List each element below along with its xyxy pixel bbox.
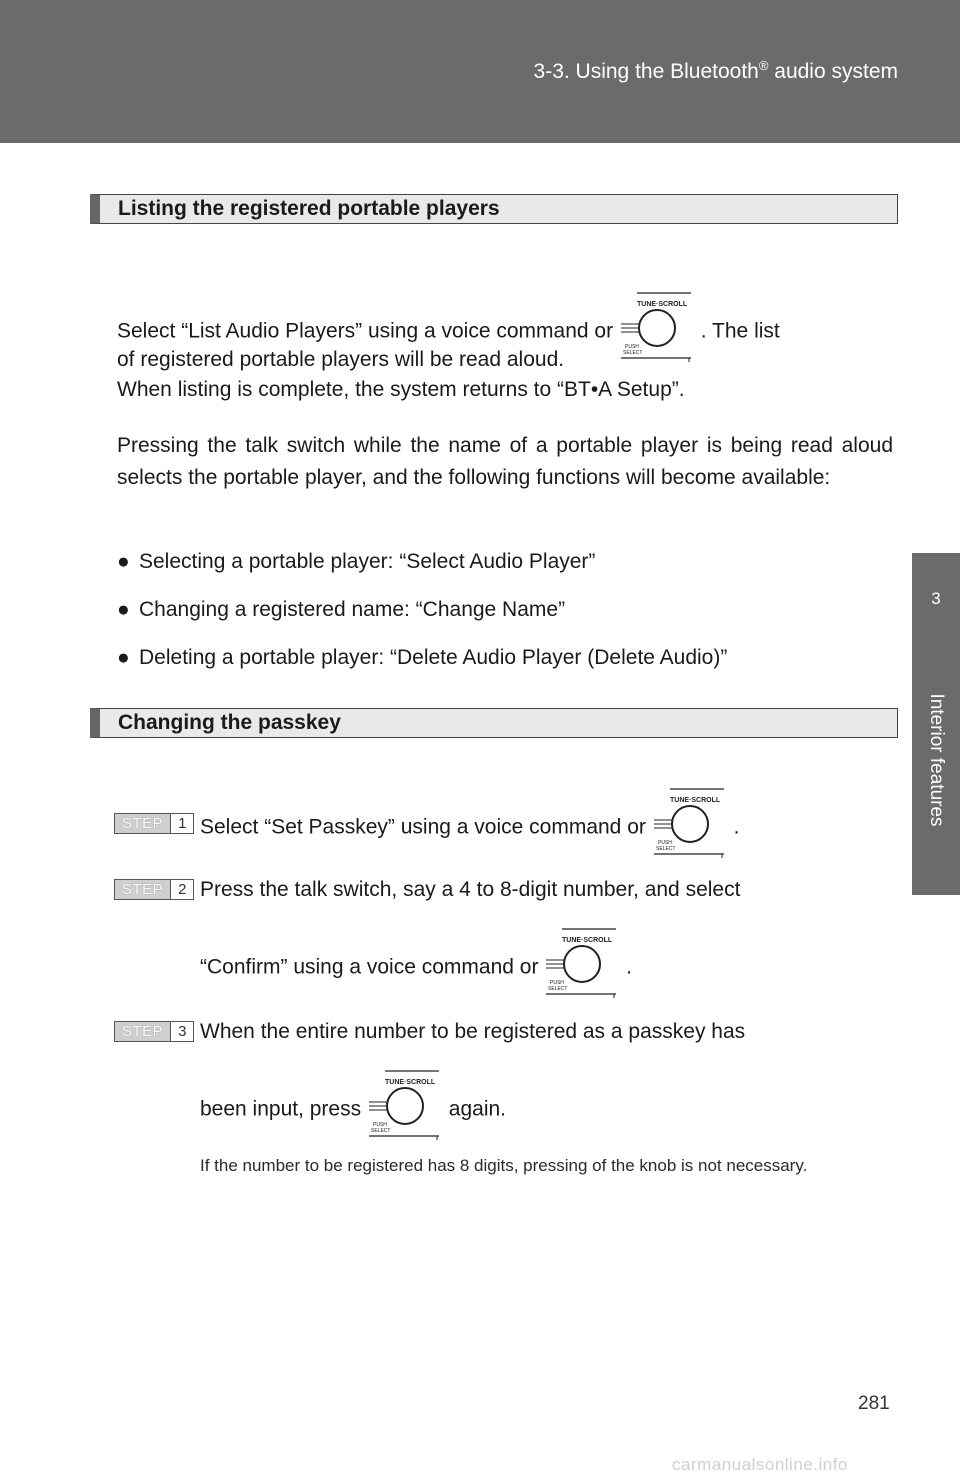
tune-scroll-knob-icon: TUNE·SCROLL PUSH SELECT	[367, 1068, 443, 1152]
svg-text:TUNE·SCROLL: TUNE·SCROLL	[562, 937, 613, 944]
tune-scroll-knob-icon: TUNE·SCROLL PUSH SELECT	[652, 786, 728, 870]
svg-text:TUNE·SCROLL: TUNE·SCROLL	[637, 301, 688, 308]
watermark: carmanualsonline.info	[672, 1455, 848, 1474]
svg-text:PUSH: PUSH	[550, 980, 564, 986]
chapter-label: Interior features	[926, 693, 947, 827]
svg-text:SELECT: SELECT	[623, 350, 642, 356]
section-title: Listing the registered portable players	[118, 197, 500, 220]
step-text: Press the talk switch, say a 4 to 8-digi…	[200, 878, 741, 901]
bullet-icon: ●	[117, 550, 130, 573]
step-note: If the number to be registered has 8 dig…	[200, 1156, 808, 1175]
tune-scroll-knob-icon: TUNE·SCROLL PUSH SELECT	[544, 926, 620, 1010]
svg-text:SELECT: SELECT	[548, 986, 567, 992]
paragraph: Select “List Audio Players” using a voic…	[117, 290, 895, 374]
svg-text:TUNE·SCROLL: TUNE·SCROLL	[670, 797, 721, 804]
page-header: 3-3. Using the Bluetooth® audio system	[0, 0, 960, 143]
section-title-bar: Changing the passkey	[90, 708, 898, 738]
paragraph: When listing is complete, the system ret…	[117, 378, 685, 401]
svg-text:SELECT: SELECT	[656, 846, 675, 852]
bullet-icon: ●	[117, 646, 130, 669]
paragraph: of registered portable players will be r…	[117, 348, 565, 371]
section-title: Changing the passkey	[118, 711, 341, 734]
step-text: When the entire number to be registered …	[200, 1020, 746, 1043]
page-number: 281	[858, 1393, 890, 1414]
chapter-tab	[912, 553, 960, 625]
svg-text:PUSH: PUSH	[373, 1122, 387, 1128]
bullet-item: ●Deleting a portable player: “Delete Aud…	[117, 642, 895, 674]
bullet-item: ●Changing a registered name: “Change Nam…	[117, 594, 895, 626]
svg-text:PUSH: PUSH	[658, 840, 672, 846]
chapter-number: 3	[931, 589, 941, 608]
step-text: been input, press TUNE·SCROLL PUSH SELEC…	[200, 1068, 900, 1152]
svg-text:PUSH: PUSH	[625, 344, 639, 350]
paragraph: Pressing the talk switch while the name …	[117, 434, 893, 489]
bullet-icon: ●	[117, 598, 130, 621]
svg-text:TUNE·SCROLL: TUNE·SCROLL	[385, 1079, 436, 1086]
tune-scroll-knob-icon: TUNE·SCROLL PUSH SELECT	[619, 290, 695, 374]
bullet-item: ●Selecting a portable player: “Select Au…	[117, 546, 895, 578]
section-heading: 3-3. Using the Bluetooth® audio system	[533, 58, 898, 83]
step-text: “Confirm” using a voice command or TUNE·…	[200, 926, 900, 1010]
section-title-bar: Listing the registered portable players	[90, 194, 898, 224]
chapter-label-strip	[912, 625, 960, 895]
svg-text:SELECT: SELECT	[371, 1128, 390, 1134]
step-text: Select “Set Passkey” using a voice comma…	[200, 786, 900, 870]
